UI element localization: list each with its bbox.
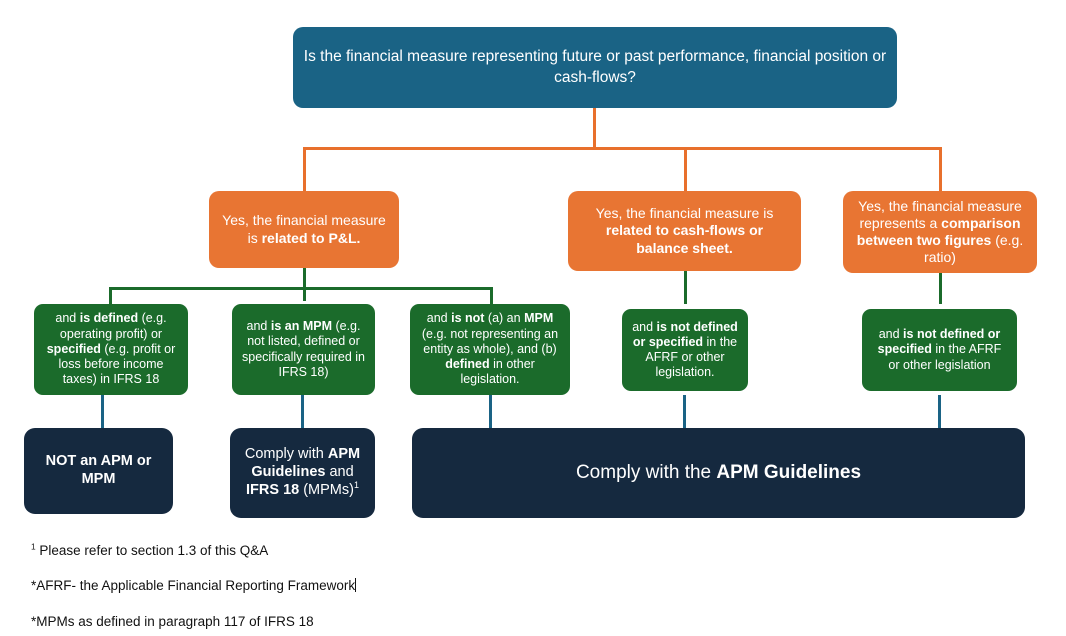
question-text: Is the financial measure representing fu… (303, 47, 887, 86)
branch-node-pl: Yes, the financial measure is related to… (209, 191, 399, 268)
connector-pl-down (303, 267, 306, 301)
question-node: Is the financial measure representing fu… (293, 27, 897, 108)
condition-node-is-an-mpm: and is an MPM (e.g. not listed, defined … (232, 304, 375, 395)
outcome-not-apm-or-mpm-text: NOT an APM or MPM (45, 453, 152, 487)
branch-node-ratio: Yes, the financial measure represents a … (843, 191, 1037, 273)
connector-orange-drop-3 (939, 147, 942, 191)
footnote-1-text: Please refer to section 1.3 of this Q&A (35, 543, 269, 558)
connector-question-down (593, 108, 596, 149)
connector-orange-drop-1 (303, 147, 306, 191)
branch-node-cashflow: Yes, the financial measure is related to… (568, 191, 801, 271)
condition-node-is-not-an-mpm: and is not (a) an MPM (e.g. not represen… (410, 304, 570, 395)
outcome-node-not-apm-or-mpm: NOT an APM or MPM (24, 428, 173, 514)
connector-outcome-stub-5 (938, 395, 941, 428)
footnote-1: 1 Please refer to section 1.3 of this Q&… (31, 541, 269, 558)
connector-green-horizontal (109, 287, 493, 290)
connector-outcome-stub-2 (301, 395, 304, 428)
connector-orange-drop-2 (684, 147, 687, 191)
footnote-mpms-text: *MPMs as defined in paragraph 117 of IFR… (31, 614, 314, 629)
condition-is-not-an-mpm-text: and is not (a) an MPM (e.g. not represen… (421, 311, 559, 387)
footnote-afrf: *AFRF- the Applicable Financial Reportin… (31, 578, 357, 593)
footnote-mpms: *MPMs as defined in paragraph 117 of IFR… (31, 614, 314, 629)
branch-cashflow-text: Yes, the financial measure is related to… (595, 205, 774, 256)
connector-outcome-stub-3 (489, 395, 492, 428)
text-cursor (355, 578, 357, 592)
outcome-node-comply-apm-ifrs18: Comply with APM Guidelines and IFRS 18 (… (230, 428, 375, 518)
condition-is-an-mpm-text: and is an MPM (e.g. not listed, defined … (242, 319, 365, 379)
branch-ratio-text: Yes, the financial measure represents a … (856, 197, 1024, 266)
connector-orange-horizontal (303, 147, 942, 150)
footnote-1-marker: 1 (31, 541, 36, 552)
condition-node-defined-ifrs18: and is defined (e.g. operating profit) o… (34, 304, 188, 395)
connector-green-drop-1 (109, 287, 112, 304)
outcome-node-comply-apm-guidelines: Comply with the APM Guidelines (412, 428, 1025, 518)
branch-pl-text: Yes, the financial measure is related to… (222, 212, 386, 246)
footnote-afrf-text: *AFRF- the Applicable Financial Reportin… (31, 578, 356, 593)
connector-ratio-down (939, 272, 942, 304)
outcome-comply-apm-ifrs18-text: Comply with APM Guidelines and IFRS 18 (… (244, 446, 361, 498)
condition-node-not-defined-afrf-2: and is not defined or specified in the A… (862, 309, 1017, 391)
condition-node-not-defined-afrf: and is not defined or specified in the A… (622, 309, 748, 391)
outcome-comply-apm-guidelines-text: Comply with the APM Guidelines (575, 462, 862, 484)
condition-defined-ifrs18-text: and is defined (e.g. operating profit) o… (46, 311, 176, 387)
connector-outcome-stub-4 (683, 395, 686, 428)
connector-outcome-stub-1 (101, 395, 104, 428)
condition-not-defined-afrf-2-text: and is not defined or specified in the A… (877, 327, 1002, 372)
condition-not-defined-afrf-text: and is not defined or specified in the A… (632, 319, 738, 380)
connector-green-drop-3 (490, 287, 493, 304)
connector-cashflow-down (684, 270, 687, 304)
